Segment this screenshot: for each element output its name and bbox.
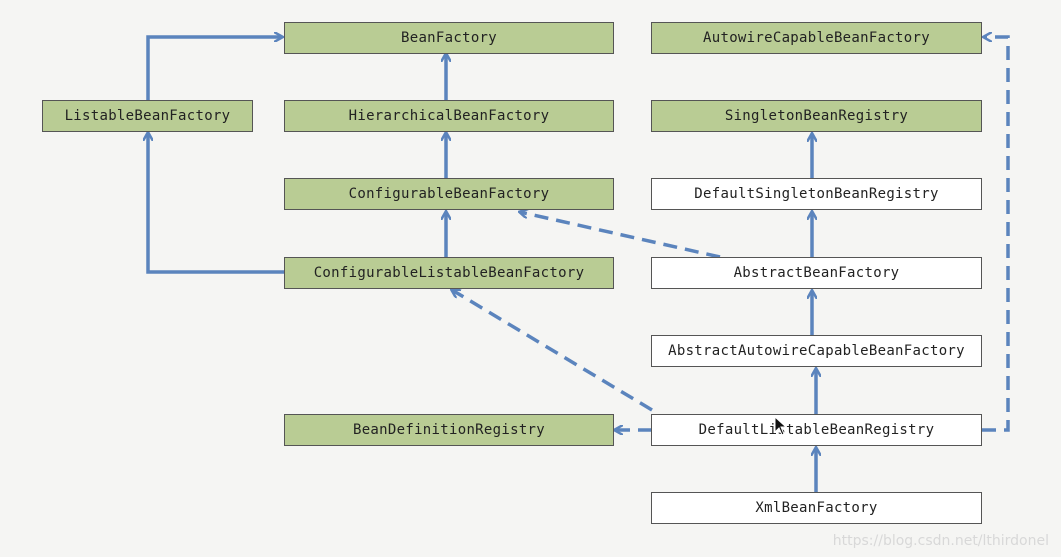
xml-bean-factory-box: XmlBeanFactory xyxy=(651,492,982,524)
hierarchical-bean-factory-box: HierarchicalBeanFactory xyxy=(284,100,614,132)
default-listable-bean-registry-box: DefaultListableBeanRegistry xyxy=(651,414,982,446)
watermark: https://blog.csdn.net/lthirdonel xyxy=(832,533,1049,549)
edge-defaultlistable-to-configlistable xyxy=(452,290,653,412)
bean-factory-box: BeanFactory xyxy=(284,22,614,54)
singleton-bean-registry-box: SingletonBeanRegistry xyxy=(651,100,982,132)
edge-defaultlistable-to-autowirecapable xyxy=(982,37,1010,432)
abstract-autowire-capable-bean-factory-box: AbstractAutowireCapableBeanFactory xyxy=(651,335,982,367)
configurable-bean-factory-box: ConfigurableBeanFactory xyxy=(284,178,614,210)
abstract-bean-factory-box: AbstractBeanFactory xyxy=(651,257,982,289)
configurable-listable-bean-factory-box: ConfigurableListableBeanFactory xyxy=(284,257,614,289)
bean-definition-registry-box: BeanDefinitionRegistry xyxy=(284,414,614,446)
edge-abstractbf-to-configurable xyxy=(520,212,721,259)
default-singleton-bean-registry-box: DefaultSingletonBeanRegistry xyxy=(651,178,982,210)
edge-configlistable-to-listable xyxy=(148,133,284,274)
autowire-capable-bean-factory-box: AutowireCapableBeanFactory xyxy=(651,22,982,54)
listable-bean-factory-box: ListableBeanFactory xyxy=(42,100,253,132)
mouse-cursor-icon xyxy=(774,416,788,436)
edge-listable-to-beanfactory xyxy=(146,37,282,100)
